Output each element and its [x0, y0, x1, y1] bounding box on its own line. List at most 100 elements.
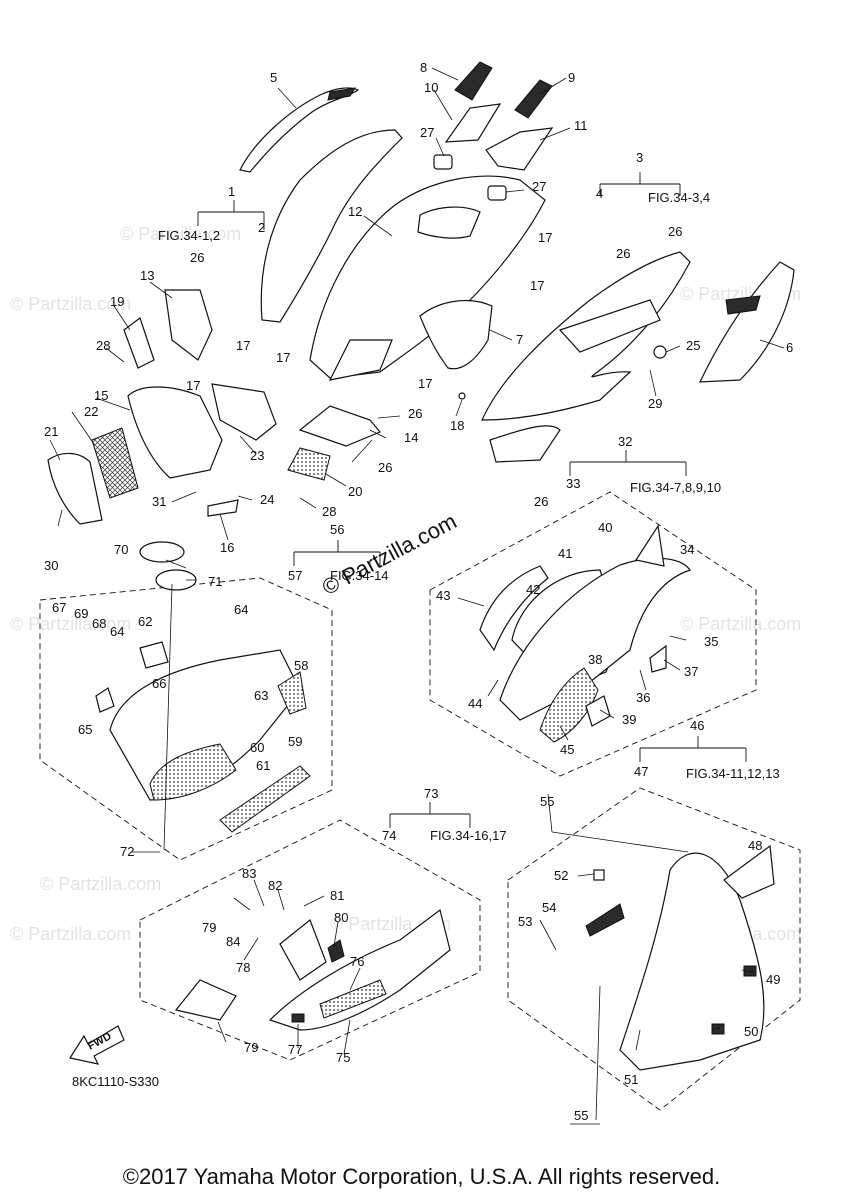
part-27-grommet[interactable]	[487, 185, 507, 201]
callout-23: 23	[250, 448, 264, 463]
callout-26: 26	[408, 406, 422, 421]
part-12-front-cowl[interactable]	[309, 175, 546, 381]
callout-17: 17	[236, 338, 250, 353]
figref-32: FIG.34-7,8,9,10	[630, 480, 721, 495]
part-76-mesh[interactable]	[319, 979, 387, 1019]
callout-52: 52	[554, 868, 568, 883]
part-75-under-cover[interactable]	[268, 908, 451, 1031]
callout-79: 79	[244, 1040, 258, 1055]
part-15-inner-cover[interactable]	[127, 386, 223, 479]
callout-58: 58	[294, 658, 308, 673]
part-80-clip[interactable]	[327, 939, 345, 963]
part-20-grille[interactable]	[287, 447, 331, 481]
part-14-cover[interactable]	[298, 405, 381, 447]
assembly-bracket-3	[599, 172, 681, 196]
callout-51: 51	[624, 1072, 638, 1087]
part-8-vent[interactable]	[454, 61, 493, 101]
part-6-side-cover[interactable]	[699, 261, 795, 383]
part-4-side-cowl[interactable]	[481, 251, 691, 463]
callout-19: 19	[110, 294, 124, 309]
callout-25: 25	[686, 338, 700, 353]
part-77-clip[interactable]	[291, 1013, 305, 1023]
part-52-clip[interactable]	[593, 869, 605, 881]
part-23-cover[interactable]	[211, 383, 277, 441]
callout-73: 73	[424, 786, 438, 801]
callout-36: 36	[636, 690, 650, 705]
part-62-plate[interactable]	[139, 641, 169, 669]
callout-66: 66	[152, 676, 166, 691]
callout-1: 1	[228, 184, 235, 199]
callout-65: 65	[78, 722, 92, 737]
callout-17: 17	[538, 230, 552, 245]
part-7-bracket[interactable]	[419, 299, 493, 370]
callout-82: 82	[268, 878, 282, 893]
part-61-mesh[interactable]	[149, 743, 237, 801]
part-48-panel[interactable]	[723, 844, 775, 899]
figref-1: FIG.34-1,2	[158, 228, 220, 243]
part-25-grommet[interactable]	[653, 345, 667, 359]
callout-56: 56	[330, 522, 344, 537]
part-9-vent[interactable]	[514, 79, 553, 119]
callout-labels: 5 8 9 10 11 27 27 12 3 4 FIG.34-3,4 26 2…	[44, 60, 793, 1123]
callout-59: 59	[288, 734, 302, 749]
part-78-bracket[interactable]	[279, 919, 327, 981]
callout-61: 61	[256, 758, 270, 773]
callout-50: 50	[744, 1024, 758, 1039]
callout-26: 26	[534, 494, 548, 509]
part-70-ring[interactable]	[139, 541, 185, 563]
callout-77: 77	[288, 1042, 302, 1057]
callout-45: 45	[560, 742, 574, 757]
part-2-side-panel[interactable]	[260, 129, 403, 323]
callout-72: 72	[120, 844, 134, 859]
part-10-duct[interactable]	[444, 103, 502, 143]
callout-30: 30	[44, 558, 58, 573]
callout-5: 5	[270, 70, 277, 85]
callout-79: 79	[202, 920, 216, 935]
part-54-vent[interactable]	[585, 903, 625, 937]
part-45-mesh[interactable]	[539, 667, 599, 743]
part-21-side-piece[interactable]	[47, 452, 103, 525]
part-43-side[interactable]	[479, 565, 549, 652]
part-bracket-left[interactable]	[174, 979, 237, 1021]
part-18-screw[interactable]	[458, 392, 466, 400]
part-47-side-cowl[interactable]	[619, 852, 765, 1071]
part-22-mesh-panel[interactable]	[91, 427, 139, 499]
callout-10: 10	[424, 80, 438, 95]
callout-41: 41	[558, 546, 572, 561]
part-27-grommet[interactable]	[433, 154, 453, 170]
callout-28: 28	[322, 504, 336, 519]
part-11-duct[interactable]	[485, 127, 554, 171]
assembly-bracket-1	[197, 200, 265, 230]
callout-26: 26	[190, 250, 204, 265]
svg-text:© Partzilla.com: © Partzilla.com	[40, 874, 161, 894]
callout-9: 9	[568, 70, 575, 85]
part-59-mesh[interactable]	[219, 765, 311, 833]
part-65-clip[interactable]	[95, 687, 115, 713]
part-5-upper-cover[interactable]	[239, 87, 360, 173]
callout-17: 17	[530, 278, 544, 293]
callout-11: 11	[574, 118, 588, 133]
callout-83: 83	[242, 866, 256, 881]
figref-46: FIG.34-11,12,13	[686, 766, 780, 781]
callout-70: 70	[114, 542, 128, 557]
part-16-plate[interactable]	[207, 499, 239, 517]
assembly-bracket-46	[639, 736, 747, 762]
callout-39: 39	[622, 712, 636, 727]
part-13-bracket[interactable]	[164, 289, 213, 361]
part-37-clip[interactable]	[649, 644, 667, 673]
callout-53: 53	[518, 914, 532, 929]
callout-28: 28	[96, 338, 110, 353]
part-19-clip[interactable]	[123, 317, 155, 369]
callout-18: 18	[450, 418, 464, 433]
part-50-clip[interactable]	[711, 1023, 725, 1035]
part-34-cover[interactable]	[635, 524, 665, 567]
callout-17: 17	[418, 376, 432, 391]
svg-text:© Partzilla.com: © Partzilla.com	[10, 924, 131, 944]
callout-67: 67	[52, 600, 66, 615]
part-58-clip[interactable]	[277, 671, 307, 715]
forward-arrow-icon: FWD	[69, 1025, 125, 1065]
callout-13: 13	[140, 268, 154, 283]
callout-26: 26	[378, 460, 392, 475]
figref-56: FIG.34-14	[330, 568, 389, 583]
